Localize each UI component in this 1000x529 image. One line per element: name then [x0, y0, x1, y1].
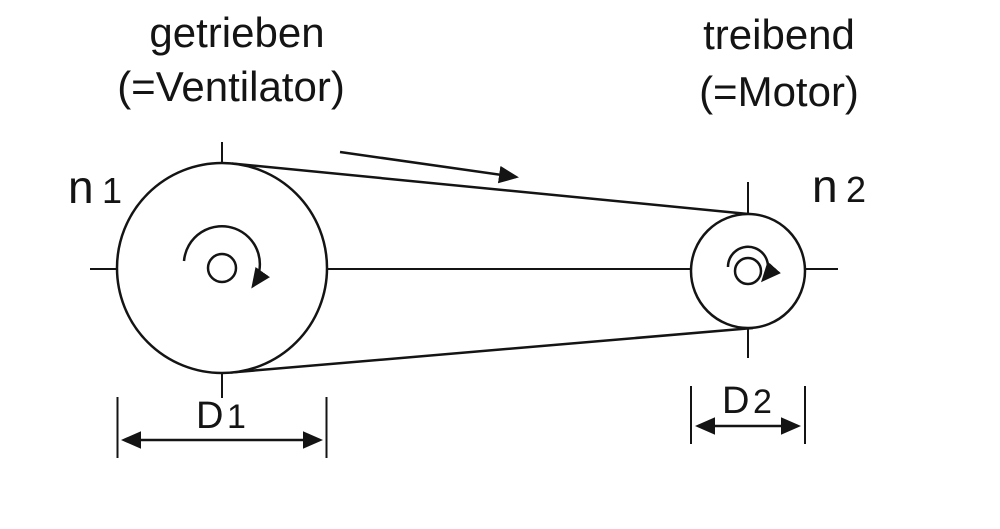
belt-top-span [231, 162, 754, 216]
belt-direction-arrow [339, 150, 519, 184]
left-pulley-hub [206, 252, 238, 284]
belt-bottom-span [230, 326, 754, 374]
left-speed-subscript: 1 [102, 170, 122, 211]
left-diameter-symbol: D [196, 395, 223, 437]
left-rotation-arrow [182, 225, 270, 289]
right-diameter-symbol: D [722, 380, 749, 422]
right-rotation-arrow [726, 245, 781, 283]
left-role-label-line2: (=Ventilator) [117, 63, 345, 110]
left-role-label-line1: getrieben [149, 9, 324, 56]
right-pulley-hub [733, 256, 763, 286]
right-speed-symbol: n [812, 160, 838, 212]
right-diameter-subscript: 2 [753, 383, 772, 421]
left-speed-symbol: n [68, 161, 94, 213]
right-speed-subscript: 2 [846, 169, 866, 210]
right-role-label-line2: (=Motor) [699, 68, 859, 115]
right-role-label-line1: treibend [703, 11, 855, 58]
left-diameter-subscript: 1 [227, 398, 246, 436]
